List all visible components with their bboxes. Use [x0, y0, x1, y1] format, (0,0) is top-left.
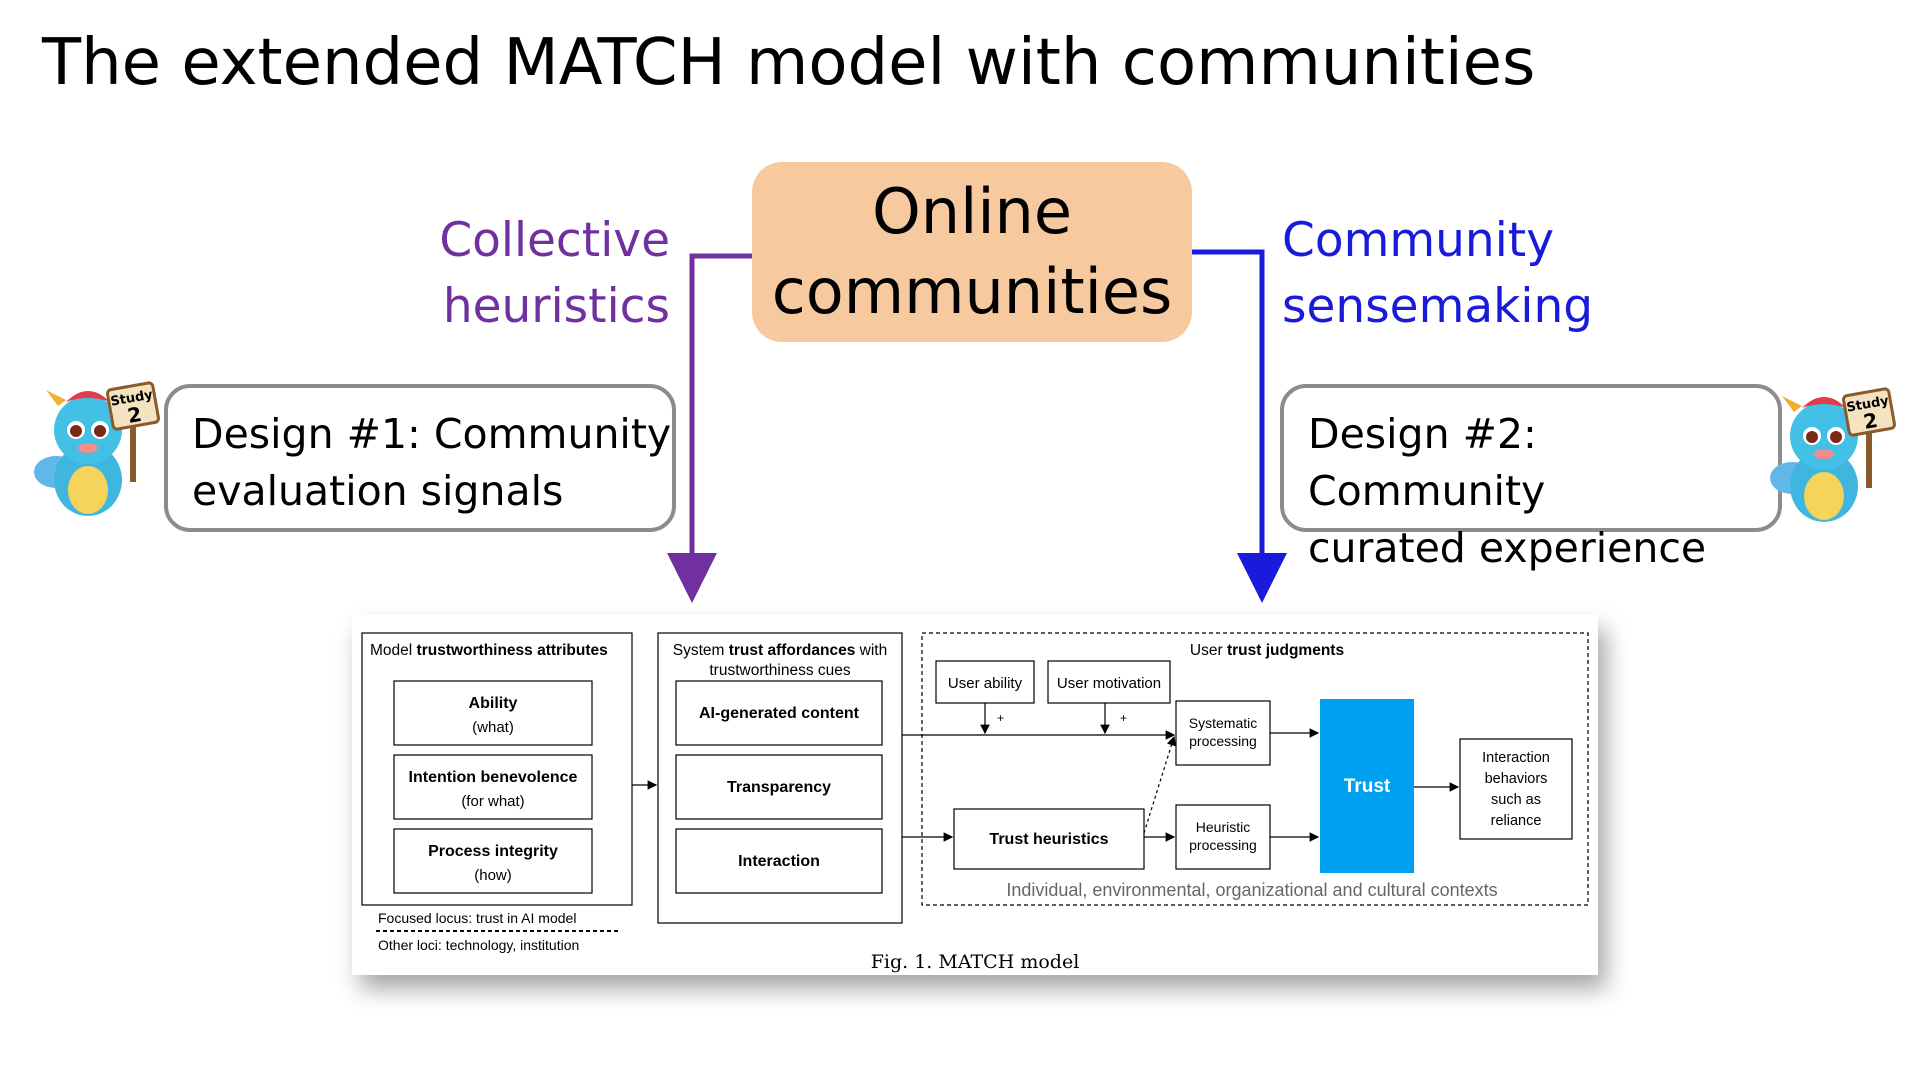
contexts-label: Individual, environmental, organizationa… — [1006, 880, 1497, 900]
online-communities-line1: Online — [872, 175, 1072, 248]
trust-judgments-title: User trust judgments — [1190, 642, 1344, 659]
systematic-processing-line1: Systematic — [1189, 715, 1257, 731]
focused-locus-note: Focused locus: trust in AI model — [378, 910, 576, 926]
collective-heuristics-line1: Collective — [439, 213, 670, 268]
interaction-behaviors-line3: such as — [1491, 792, 1541, 808]
interaction-label: Interaction — [738, 853, 820, 870]
trust-affordances-title: System trust affordances with — [673, 642, 887, 659]
trust-heuristics-box — [953, 808, 1145, 870]
design-1-box: Design #1: Community evaluation signals — [164, 384, 676, 532]
community-sensemaking-arrow — [1192, 249, 1287, 603]
interaction-behaviors-line2: behaviors — [1485, 771, 1548, 787]
ability-label: Ability — [469, 695, 518, 712]
trust-judgments-group — [921, 632, 1589, 906]
online-communities-box: Online communities — [752, 162, 1192, 342]
mascot-sign-word: Study — [109, 387, 154, 409]
design-2-line2: curated experience — [1308, 524, 1707, 572]
mascot-sign-word: Study — [1845, 393, 1890, 415]
mascot-sign-number: 2 — [1862, 408, 1880, 434]
plus-ability: + — [997, 711, 1004, 725]
slide-title: The extended MATCH model with communitie… — [42, 26, 1536, 100]
transparency-label: Transparency — [727, 779, 831, 796]
figure-caption: Fig. 1. MATCH model — [870, 951, 1080, 973]
trust-heuristics-label: Trust heuristics — [989, 831, 1108, 848]
intention-benevolence-label: Intention benevolence — [409, 769, 578, 786]
heuristic-processing-line2: processing — [1189, 837, 1257, 853]
collective-heuristics-label: Collective heuristics — [439, 208, 670, 340]
plus-motivation: + — [1120, 711, 1127, 725]
design-1-line2: evaluation signals — [192, 467, 564, 515]
user-ability-label: User ability — [948, 675, 1023, 692]
interaction-behaviors-line1: Interaction — [1482, 750, 1550, 766]
trustworthiness-attributes-group — [361, 632, 633, 906]
community-sensemaking-label: Community sensemaking — [1282, 208, 1593, 340]
collective-heuristics-arrow — [667, 253, 752, 603]
ability-sub: (what) — [472, 719, 514, 736]
systematic-processing-line2: processing — [1189, 733, 1257, 749]
trust-label: Trust — [1344, 776, 1391, 797]
trustworthiness-attributes-title: Model trustworthiness attributes — [370, 642, 608, 659]
dragon-mascot-icon: Study 2 — [1770, 387, 1896, 522]
heuristic-processing-line1: Heuristic — [1196, 819, 1250, 835]
online-communities-line2: communities — [771, 255, 1173, 328]
user-motivation-label: User motivation — [1057, 675, 1161, 692]
community-sensemaking-line1: Community — [1282, 213, 1555, 268]
design-2-box: Design #2: Community curated experience — [1280, 384, 1782, 572]
ai-generated-content-box — [675, 680, 883, 746]
design-1-line1: Design #1: Community — [192, 410, 672, 458]
ai-generated-content-label: AI-generated content — [699, 705, 860, 722]
collective-heuristics-line2: heuristics — [442, 279, 670, 334]
dragon-mascot-icon: Study 2 — [34, 381, 160, 516]
process-integrity-box — [393, 828, 593, 894]
user-motivation-box — [1047, 660, 1171, 704]
intention-benevolence-box — [393, 754, 593, 820]
community-sensemaking-line2: sensemaking — [1282, 279, 1594, 334]
interaction-behaviors-box — [1459, 738, 1573, 840]
trust-affordances-group — [657, 632, 903, 924]
dotted-arrow-to-systematic — [1143, 735, 1177, 834]
match-model-diagram: Model trustworthiness attributes Ability… — [361, 632, 1589, 953]
trust-affordances-title-line2: trustworthiness cues — [709, 662, 851, 679]
intention-benevolence-sub: (for what) — [461, 793, 524, 810]
match-model-figure: Model trustworthiness attributes Ability… — [352, 615, 1598, 975]
mascot-sign-number: 2 — [126, 402, 144, 428]
process-integrity-sub: (how) — [474, 867, 512, 884]
ability-box — [393, 680, 593, 746]
process-integrity-label: Process integrity — [428, 843, 558, 860]
interaction-behaviors-line4: reliance — [1491, 813, 1542, 829]
other-loci-note: Other loci: technology, institution — [378, 937, 579, 953]
trust-box — [1320, 699, 1414, 873]
interaction-box — [675, 828, 883, 894]
transparency-box — [675, 754, 883, 820]
design-2-line1: Design #2: Community — [1308, 410, 1546, 515]
